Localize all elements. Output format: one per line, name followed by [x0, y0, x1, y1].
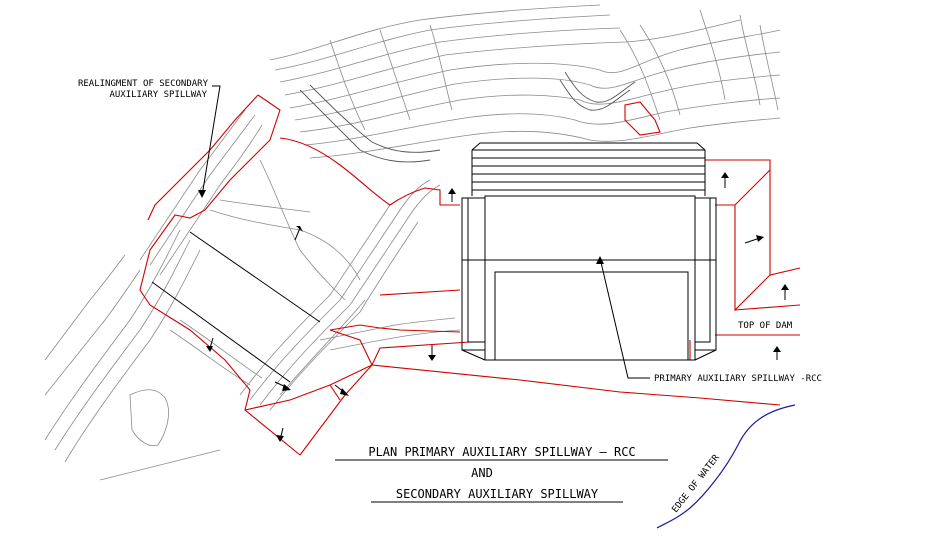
realignment-label-line1: REALINGMENT OF SECONDARY: [78, 79, 209, 89]
primary-spillway-label: PRIMARY AUXILIARY SPILLWAY -RCC: [654, 374, 822, 384]
contours-left: [44, 109, 361, 481]
edge-of-water-label: EDGE OF WATER: [670, 453, 722, 515]
title-line2: AND: [471, 466, 493, 480]
grading-boundary: [139, 94, 801, 456]
top-of-dam-label: TOP OF DAM: [738, 321, 793, 331]
leader-lines: [198, 85, 650, 379]
flow-arrows: [206, 172, 789, 442]
primary-spillway-structure: [461, 142, 717, 361]
realignment-label-line2: AUXILIARY SPILLWAY: [109, 90, 207, 100]
contours-upper: [269, 4, 781, 163]
title-line1: PLAN PRIMARY AUXILIARY SPILLWAY – RCC: [368, 445, 635, 459]
contours-center: [239, 159, 461, 411]
title-line3: SECONDARY AUXILIARY SPILLWAY: [396, 487, 599, 501]
secondary-spillway-channel: [151, 231, 321, 383]
edge-of-water-line: [656, 404, 796, 529]
